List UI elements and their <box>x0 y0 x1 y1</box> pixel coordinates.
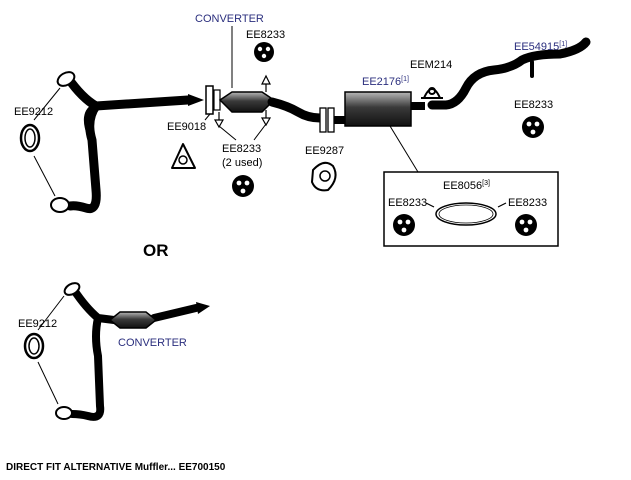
label-ee2176: EE2176[1] <box>362 76 409 88</box>
gasket-ee9212-upper <box>19 123 41 153</box>
label-ee8233-box-left: EE8233 <box>388 197 427 209</box>
leader-lines-upper-left <box>33 87 61 197</box>
label-2-used: (2 used) <box>222 157 262 169</box>
flange-ee9287 <box>319 107 345 133</box>
label-ee9212-top: EE9212 <box>14 106 53 118</box>
gasket-ee9018 <box>171 143 196 169</box>
hanger-ee8233-top <box>254 42 274 62</box>
hanger-ee8233-box-right <box>515 214 537 236</box>
label-converter-top: CONVERTER <box>195 13 264 25</box>
label-or: OR <box>143 241 169 260</box>
hanger-ee8233-box-left <box>393 214 415 236</box>
label-ee8233-right: EE8233 <box>514 99 553 111</box>
label-ee9212-bottom: EE9212 <box>18 318 57 330</box>
flange-ee9018 <box>205 85 221 115</box>
gasket-ee9212-lower <box>23 332 45 360</box>
hardware-box <box>383 171 559 247</box>
arrow-upper <box>188 94 204 106</box>
leader-lines-converter <box>204 26 267 141</box>
tailpipe-ee54915 <box>427 37 591 110</box>
label-ee54915: EE54915[1] <box>514 41 567 53</box>
gasket-ee9287 <box>310 161 337 192</box>
leader-lines-lower-left <box>37 295 65 405</box>
catalytic-converter-upper <box>218 91 276 113</box>
label-ee8233-top: EE8233 <box>246 29 285 41</box>
hanger-arrows-converter <box>213 74 272 129</box>
clamp-eem214 <box>421 87 443 99</box>
label-ee8233-box-right: EE8233 <box>508 197 547 209</box>
y-pipe-upper-flanges <box>50 71 76 213</box>
label-ee8233-mid: EE8233 <box>222 143 261 155</box>
label-ee8056: EE8056[3] <box>443 180 490 192</box>
y-pipe-lower <box>68 286 200 421</box>
intermediate-pipe <box>267 97 325 123</box>
leader-line-muffler <box>389 125 419 173</box>
hanger-ee8233-right <box>522 116 544 138</box>
footer-note: DIRECT FIT ALTERNATIVE Muffler... EE7001… <box>6 462 226 473</box>
y-pipe-upper <box>63 73 193 214</box>
catalytic-converter-lower <box>108 311 158 329</box>
y-pipe-lower-flanges <box>55 282 81 420</box>
hanger-ee8233-mid <box>232 175 254 197</box>
label-eem214: EEM214 <box>410 59 452 71</box>
label-ee9018: EE9018 <box>167 121 206 133</box>
muffler-ee2176 <box>344 91 425 127</box>
label-converter-bottom: CONVERTER <box>118 337 187 349</box>
label-ee9287: EE9287 <box>305 145 344 157</box>
strap-ee8056 <box>425 202 507 226</box>
arrow-lower <box>196 302 210 314</box>
